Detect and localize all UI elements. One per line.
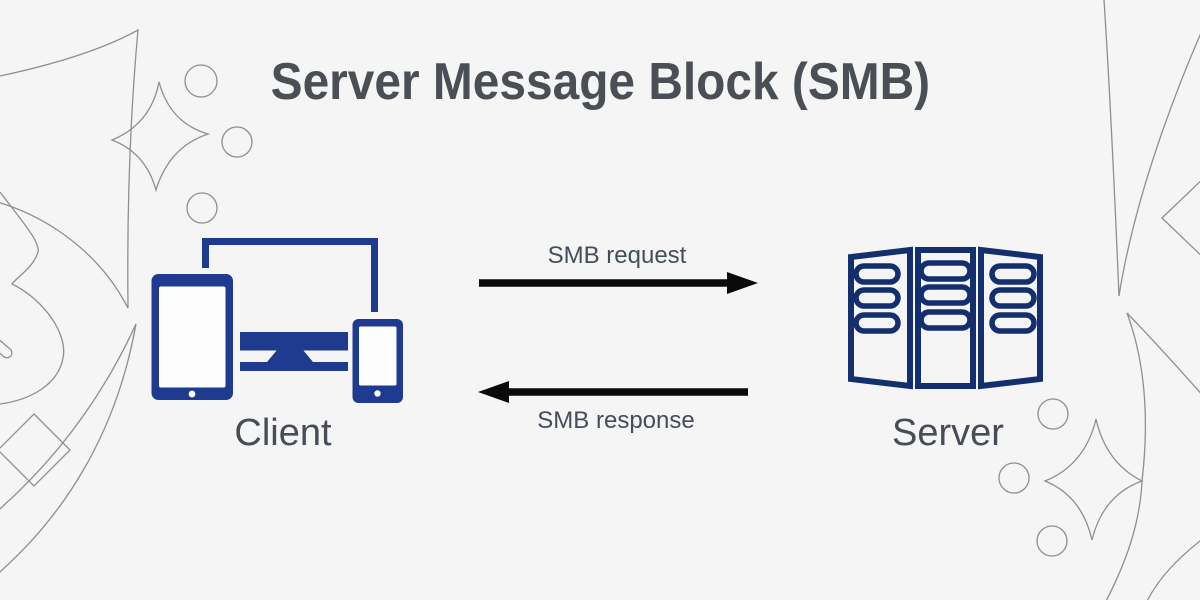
right-arrow-head-icon bbox=[727, 272, 758, 294]
smb-response-label: SMB response bbox=[537, 407, 695, 434]
leaf-decoration-left bbox=[0, 191, 65, 405]
client-label: Client bbox=[234, 412, 332, 454]
left-arrow-head-icon bbox=[478, 381, 509, 403]
bracket-line bbox=[202, 238, 378, 312]
circle-decoration bbox=[1036, 525, 1068, 557]
sparkle-large-bottom-right-2 bbox=[1126, 312, 1147, 482]
client-devices-icon bbox=[151, 238, 403, 403]
page-title-text: Server Message Block (SMB) bbox=[270, 53, 930, 111]
circle-decoration bbox=[184, 64, 218, 98]
server-slot bbox=[853, 287, 901, 309]
server-slot bbox=[918, 260, 973, 282]
tablet-home-button bbox=[188, 390, 196, 398]
phone-home-button bbox=[374, 390, 381, 397]
circle-decoration bbox=[221, 126, 253, 158]
server-racks-icon bbox=[848, 246, 1043, 390]
phone-screen bbox=[359, 326, 397, 386]
sparkle-point-bottom-left bbox=[0, 323, 137, 573]
sparkle-point-top-right-2 bbox=[1118, 33, 1200, 297]
diamond-decoration-left bbox=[0, 413, 71, 487]
sparkle-large-bottom-right-3 bbox=[1105, 480, 1143, 600]
server-slot bbox=[989, 312, 1037, 334]
star-icon-bottom-right bbox=[1043, 418, 1144, 541]
smb-response-arrow bbox=[478, 381, 748, 403]
sparkle-large-top-left bbox=[0, 28, 139, 309]
server-panel-right bbox=[978, 246, 1043, 390]
diamond-decoration-right bbox=[1161, 180, 1200, 256]
page-title: Server Message Block (SMB) bbox=[0, 56, 1200, 108]
sparkle-point-bottom-left-2 bbox=[0, 323, 137, 510]
circle-decoration bbox=[998, 462, 1030, 494]
sparkle-large-bottom-right bbox=[1126, 312, 1200, 394]
smb-request-arrow bbox=[479, 272, 758, 294]
server-slot bbox=[918, 284, 973, 306]
star-icon-top-left bbox=[110, 81, 211, 193]
sparkle-large-bottom-right-4 bbox=[1146, 540, 1200, 600]
circle-decoration bbox=[186, 192, 218, 224]
circle-decoration bbox=[1037, 398, 1069, 430]
slot-decoration-left bbox=[0, 335, 13, 359]
monitor-base bbox=[240, 362, 348, 371]
server-panel-left bbox=[848, 246, 913, 390]
server-slot bbox=[989, 287, 1037, 309]
monitor-stand bbox=[267, 350, 313, 362]
server-panel-middle bbox=[915, 247, 976, 389]
smb-request-label: SMB request bbox=[547, 242, 687, 269]
server-label: Server bbox=[892, 412, 1004, 454]
tablet-screen bbox=[159, 286, 226, 388]
server-slot bbox=[918, 309, 973, 331]
server-slot bbox=[853, 263, 901, 285]
sparkle-point-top-right bbox=[1103, 0, 1120, 297]
monitor-icon bbox=[240, 332, 348, 351]
server-slot bbox=[989, 263, 1037, 285]
server-slot bbox=[853, 312, 901, 334]
